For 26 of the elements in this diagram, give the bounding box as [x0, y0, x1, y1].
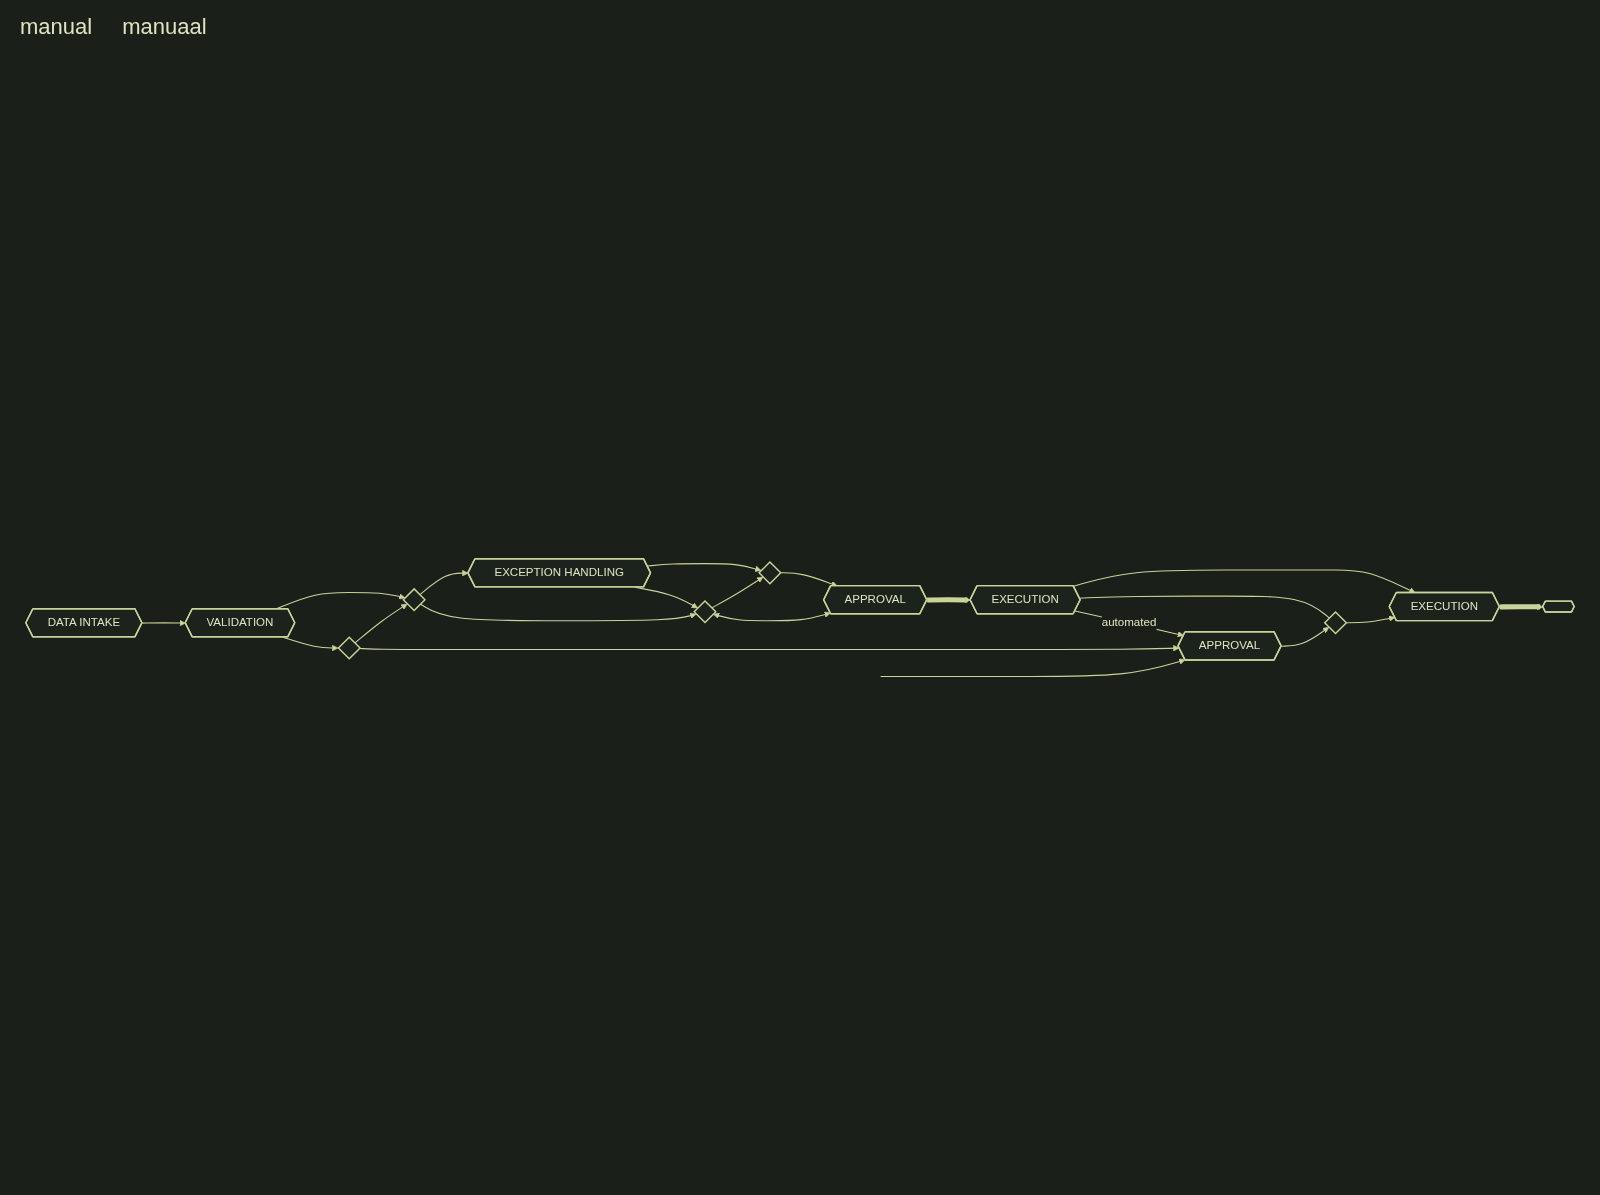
- node-diamond: [337, 635, 362, 660]
- arrow: [1280, 626, 1330, 647]
- arrow: [880, 658, 1186, 677]
- node-diamond: [758, 560, 782, 585]
- arrow: [779, 571, 838, 587]
- arrow: [358, 644, 1180, 652]
- node-diamond: [693, 599, 717, 624]
- arrow: [1074, 610, 1184, 638]
- node-diamond: [402, 587, 426, 612]
- arrow: [711, 576, 764, 609]
- arrow: [927, 596, 971, 603]
- edge-label: automated: [1101, 615, 1157, 629]
- arrow: [141, 619, 186, 626]
- arrow: [354, 603, 408, 644]
- arrow: [419, 603, 697, 621]
- note-label: manuaal: [122, 14, 207, 40]
- arrow: [1345, 615, 1396, 623]
- note-label: manual: [20, 14, 93, 40]
- arrow: [713, 611, 831, 621]
- arrow: [1073, 569, 1416, 593]
- arrow: [282, 636, 339, 651]
- arrow: [1499, 603, 1544, 610]
- arrow: [419, 569, 469, 595]
- arrow: [646, 562, 762, 572]
- node-diamond: [1323, 610, 1348, 635]
- connector: [1079, 595, 1330, 619]
